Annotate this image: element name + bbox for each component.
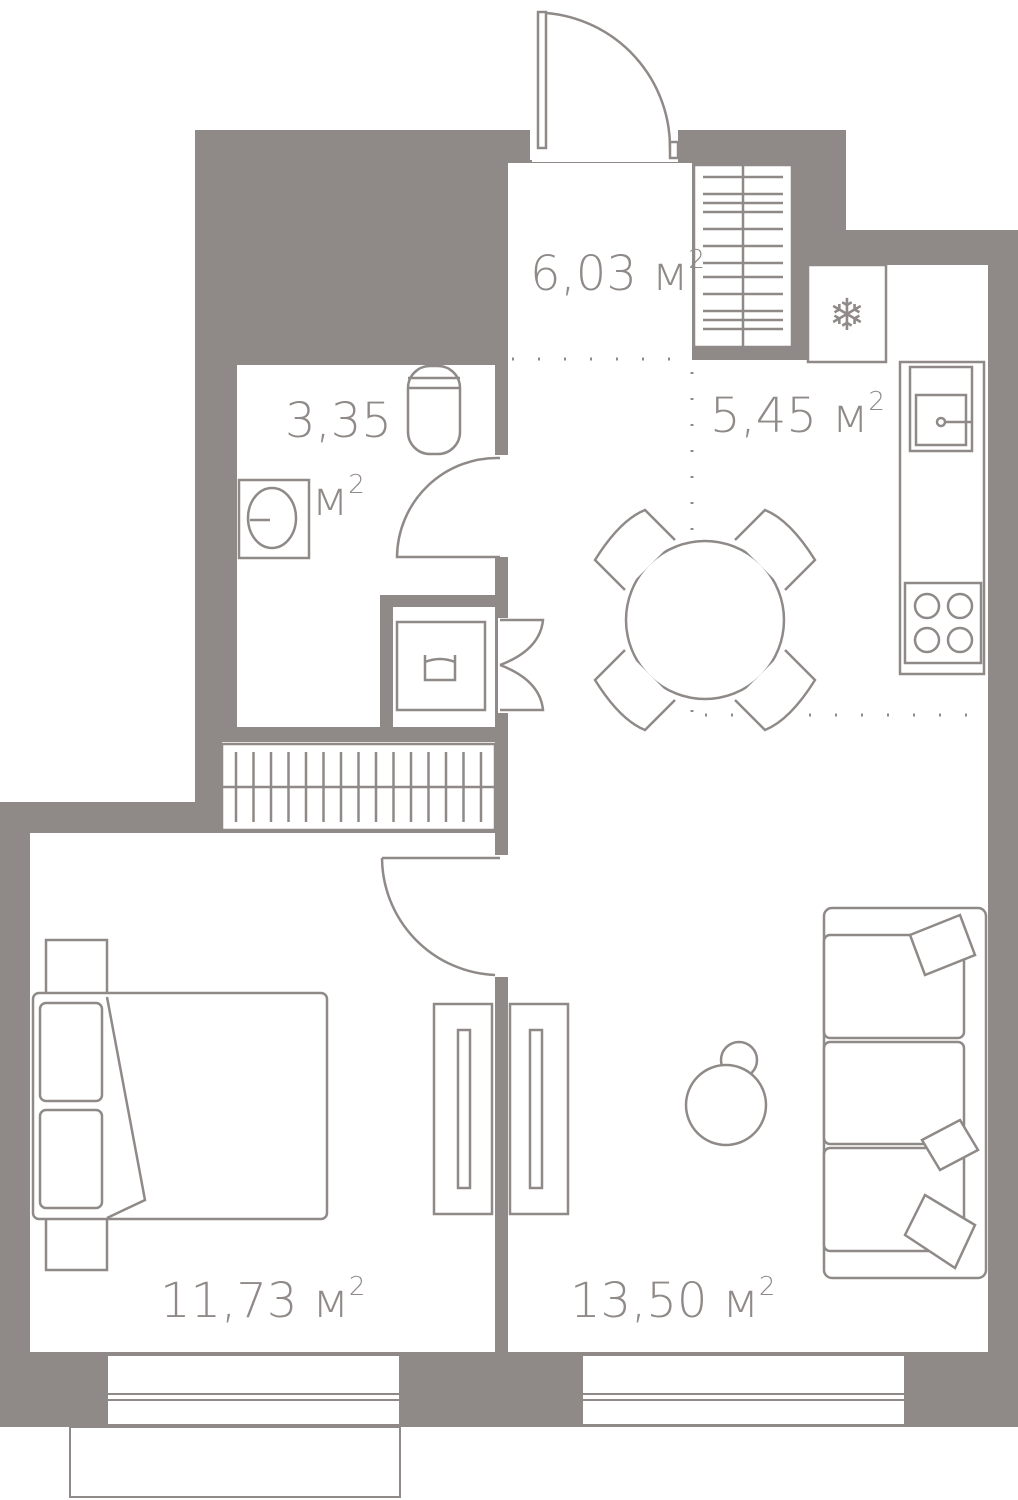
- hallway-wardrobe: [692, 163, 794, 349]
- window-bedroom: [106, 1354, 401, 1426]
- bathroom-door[interactable]: [395, 456, 501, 559]
- sofa: [822, 906, 988, 1280]
- snowflake-icon: ❄: [829, 290, 866, 341]
- stove-icon: [903, 581, 983, 665]
- coffee-table: [684, 1040, 768, 1147]
- window-living: [581, 1354, 906, 1426]
- sink-icon: [908, 365, 974, 453]
- entrance-door[interactable]: [536, 10, 680, 160]
- bathroom-sink: [237, 478, 311, 560]
- bathroom-area-value: 3,35: [285, 393, 392, 449]
- dining-table: [593, 508, 817, 732]
- washing-machine-icon: [395, 620, 487, 712]
- bedroom-cabinet: [432, 1002, 494, 1216]
- bathroom-area-unit: м2: [312, 470, 365, 527]
- bed: [31, 938, 329, 1272]
- bedroom-area-label: 11,73 м2: [160, 1272, 365, 1329]
- closet-doors[interactable]: [499, 618, 545, 712]
- balcony: [69, 1426, 401, 1498]
- living-cabinet: [508, 1002, 570, 1216]
- kitchen-area-label: 5,45 м2: [710, 387, 885, 444]
- bedroom-door[interactable]: [380, 856, 500, 977]
- hallway-area-label: 6,03 м2: [530, 245, 705, 302]
- corridor-wardrobe: [220, 742, 497, 832]
- toilet-icon: [406, 364, 462, 456]
- living-area-label: 13,50 м2: [570, 1272, 775, 1329]
- fridge: ❄: [806, 263, 888, 364]
